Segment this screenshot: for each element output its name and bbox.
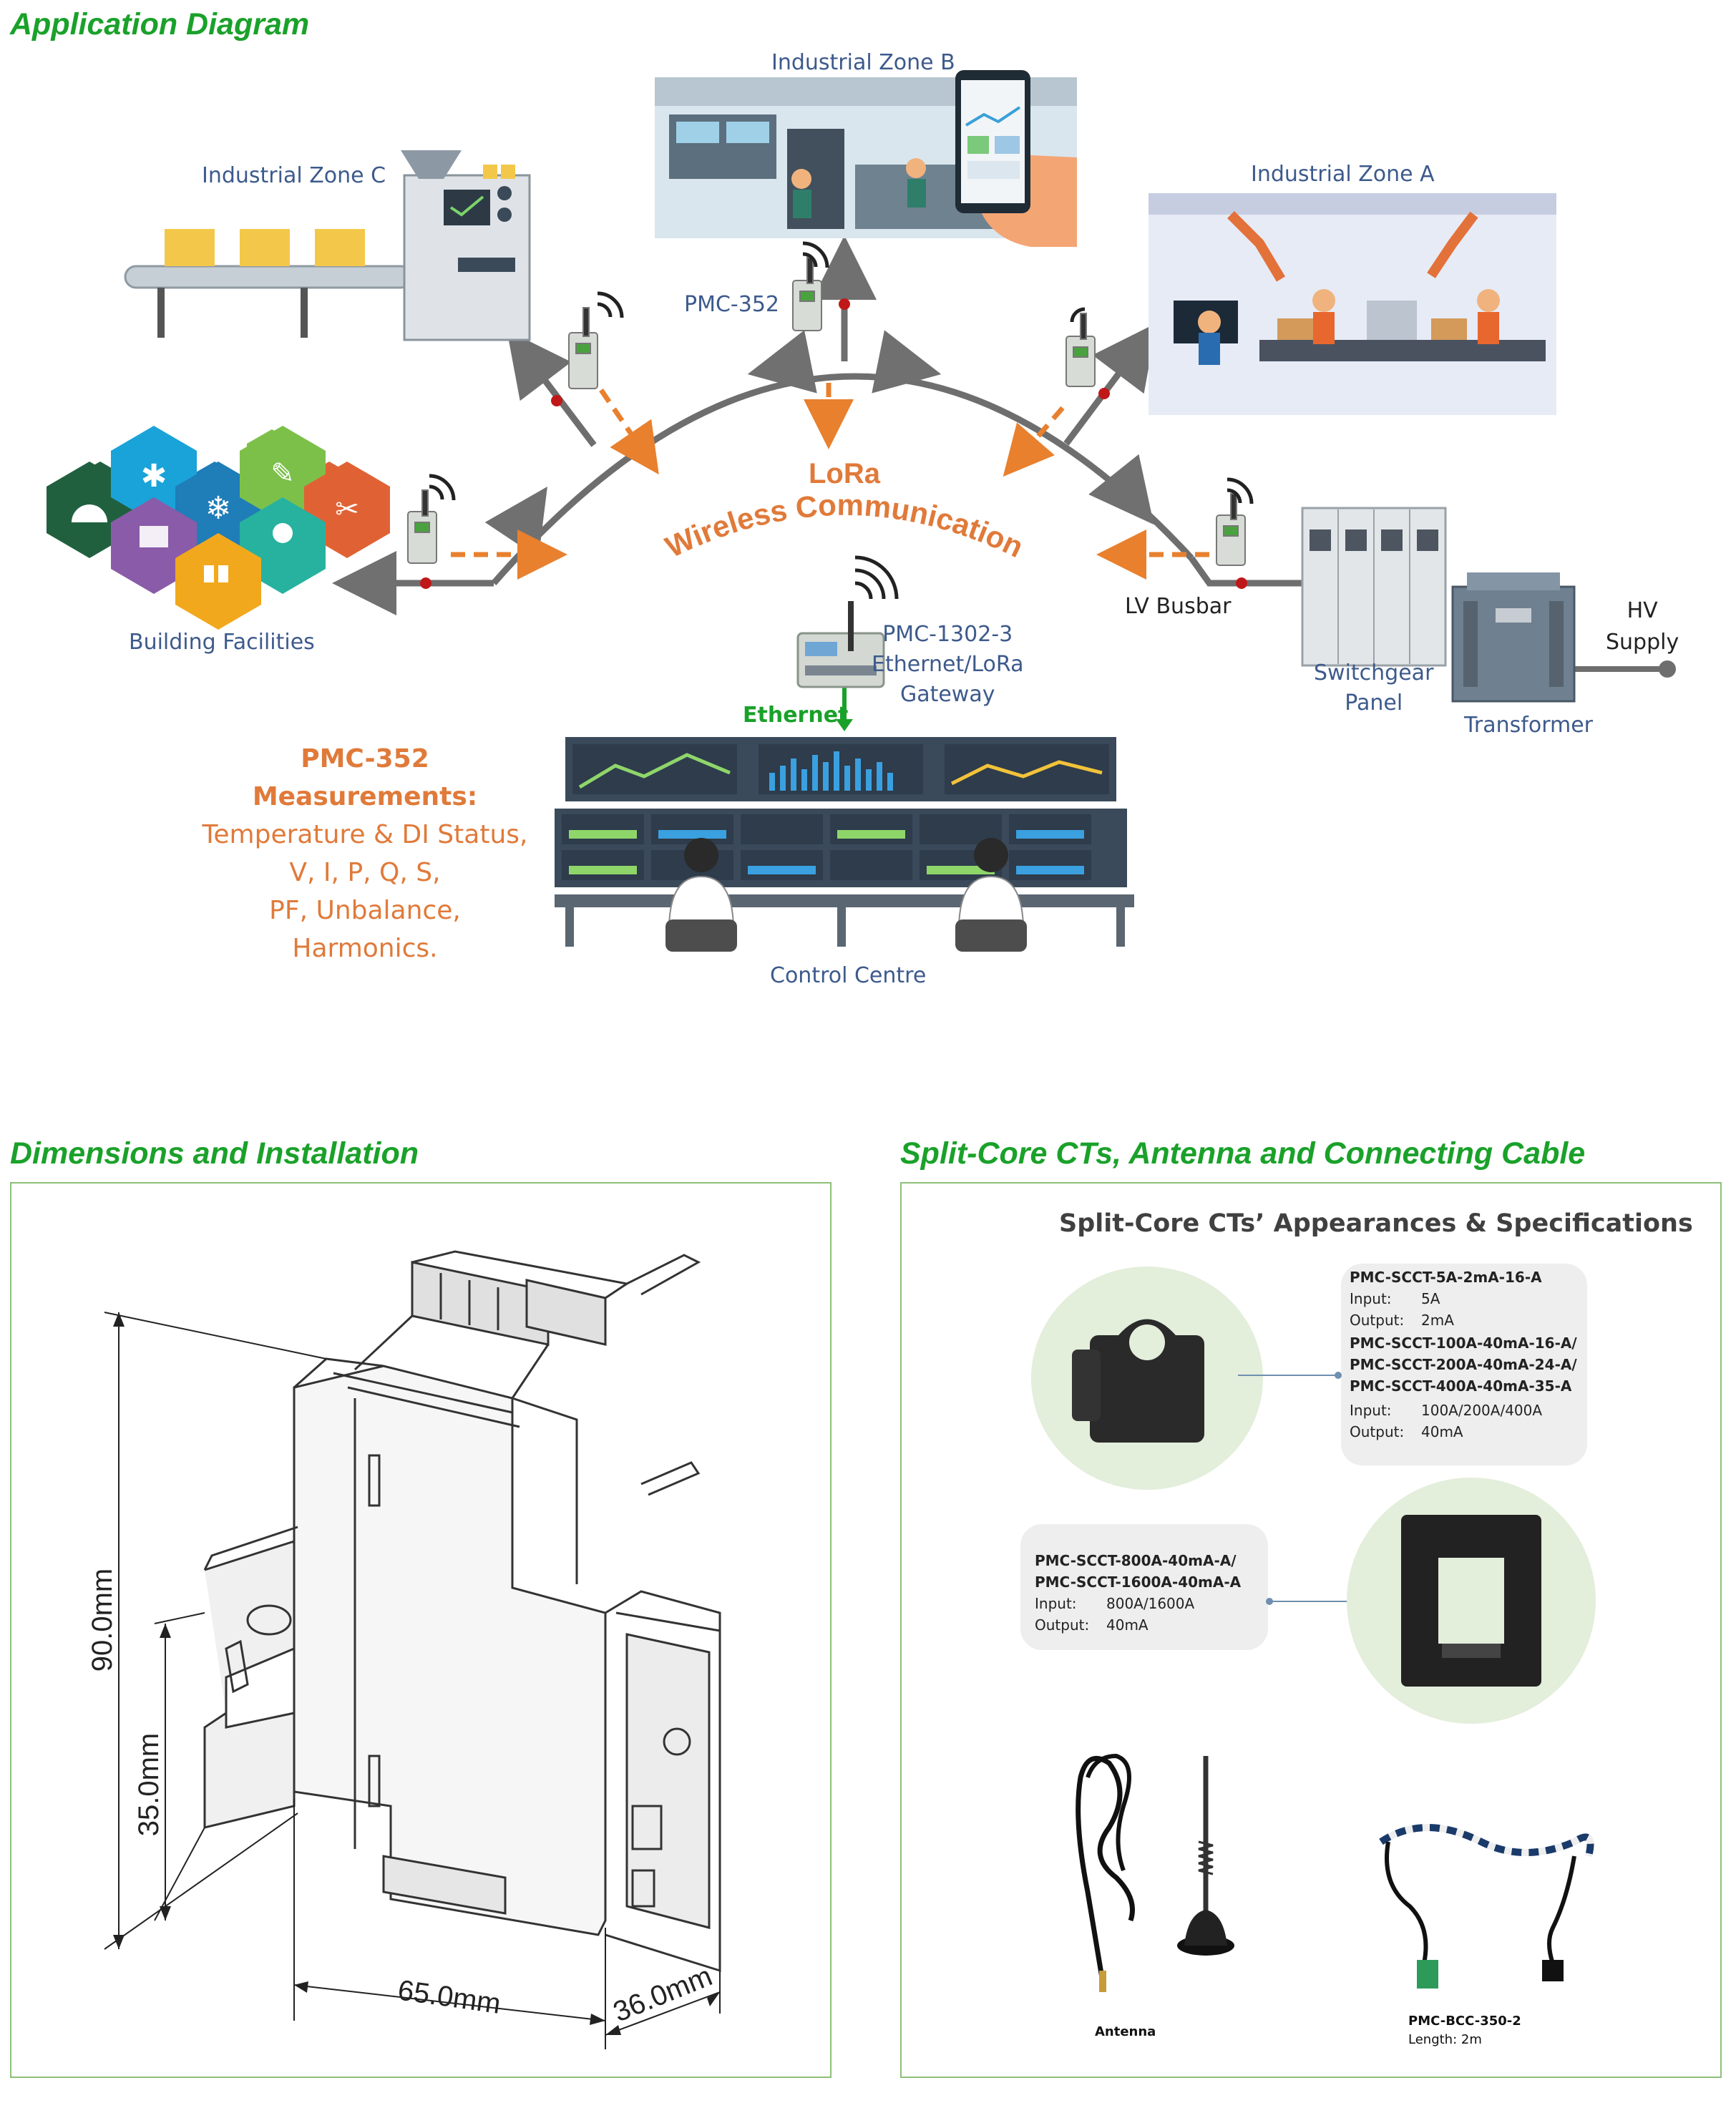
switchgear-line-1: Switchgear — [1314, 660, 1434, 685]
ct1-model-b3: PMC-SCCT-400A-40mA-35-A — [1350, 1377, 1572, 1395]
dim-width: 65.0mm — [396, 1974, 502, 2020]
gateway-line-1: PMC-1302-3 — [882, 622, 1013, 647]
ct1-output-a-row: Output: 2mA — [1350, 1309, 1587, 1331]
ct1-input-b-row: Input: 100A/200A/400A — [1350, 1400, 1587, 1421]
svg-text:❄: ❄ — [205, 491, 232, 526]
label-zone-c: Industrial Zone C — [202, 163, 386, 188]
label-lv-busbar: LV Busbar — [1125, 594, 1232, 619]
dim-height: 90.0mm — [87, 1568, 118, 1672]
measurements-block: PMC-352 Measurements: Temperature & DI S… — [186, 740, 544, 967]
label-control-centre: Control Centre — [770, 963, 927, 988]
svg-text:✱: ✱ — [141, 459, 167, 494]
ct1-output-label: Output: — [1350, 1312, 1405, 1329]
ct1-model-b2: PMC-SCCT-200A-40mA-24-A/ — [1350, 1356, 1577, 1373]
accessories-panel: Split-Core CTs’ Appearances & Specificat… — [900, 1182, 1722, 2078]
ct1-input-a-value: 5A — [1421, 1290, 1440, 1307]
gateway-line-3: Gateway — [899, 682, 995, 707]
ct1-output-b-value: 40mA — [1421, 1423, 1463, 1440]
svg-text:✎: ✎ — [270, 458, 295, 489]
section-title-accessories: Split-Core CTs, Antenna and Connecting C… — [900, 1136, 1586, 1171]
label-transformer: Transformer — [1464, 713, 1594, 738]
label-antenna: Antenna — [1095, 2024, 1156, 2039]
ct1-output-b-row: Output: 40mA — [1350, 1421, 1587, 1443]
measurements-line-1: Temperature & DI Status, — [202, 820, 528, 849]
lora-subtitle: Wireless Communication — [660, 488, 1029, 564]
device-dimension-drawing: 90.0mm 35.0mm 65.0mm 36.0mm — [87, 1250, 721, 2049]
measurements-line-4: Harmonics. — [292, 934, 438, 963]
ct2-output-row: Output: 40mA — [1035, 1614, 1268, 1636]
svg-text:Wireless Communication: Wireless Communication — [660, 488, 1029, 564]
label-gateway: PMC-1302-3 Ethernet/LoRa Gateway — [872, 620, 1023, 710]
application-diagram-graphics: ✱ ❄ ✎ ✂ — [47, 70, 1676, 952]
ct2-model-2: PMC-SCCT-1600A-40mA-A — [1035, 1573, 1242, 1591]
ct2-input-value: 800A/1600A — [1106, 1595, 1195, 1612]
section-title-application: Application Diagram — [10, 7, 310, 42]
measurements-line-3: PF, Unbalance, — [269, 896, 461, 925]
ct1-input-label: Input: — [1350, 1290, 1392, 1307]
label-cable-model: PMC-BCC-350-2 — [1408, 2014, 1521, 2029]
label-switchgear: Switchgear Panel — [1314, 658, 1433, 718]
ct-large-image — [1347, 1478, 1596, 1724]
ct1-input-label-b: Input: — [1350, 1402, 1392, 1419]
ct1-connector — [1238, 1372, 1342, 1379]
ct2-input-label: Input: — [1035, 1595, 1077, 1612]
label-ethernet: Ethernet — [743, 703, 849, 728]
ct1-output-a-value: 2mA — [1421, 1312, 1454, 1329]
label-hv-supply: HV Supply — [1606, 595, 1679, 658]
ct2-model-1: PMC-SCCT-800A-40mA-A/ — [1035, 1552, 1237, 1569]
label-cable-length: Length: 2m — [1408, 2032, 1482, 2047]
ct2-output-label: Output: — [1035, 1616, 1090, 1634]
ct1-input-b-value: 100A/200A/400A — [1421, 1402, 1543, 1419]
device-icon-zone-c — [568, 307, 598, 389]
label-zone-a: Industrial Zone A — [1251, 162, 1435, 187]
label-zone-b: Industrial Zone B — [771, 50, 955, 75]
label-building-facilities: Building Facilities — [129, 630, 315, 655]
ct-small-image — [1031, 1267, 1263, 1490]
ct-heading: Split-Core CTs’ Appearances & Specificat… — [1059, 1209, 1693, 1238]
svg-text:✂: ✂ — [335, 494, 359, 525]
ct1-output-label-b: Output: — [1350, 1423, 1405, 1440]
dimensions-panel: 90.0mm 35.0mm 65.0mm 36.0mm — [10, 1182, 832, 2078]
lora-title: LoRa — [809, 458, 881, 489]
hv-line-1: HV — [1627, 598, 1658, 623]
hv-line-2: Supply — [1606, 630, 1679, 655]
dim-depth: 36.0mm — [609, 1960, 716, 2028]
ct1-model-a: PMC-SCCT-5A-2mA-16-A — [1350, 1269, 1542, 1286]
ct2-output-value: 40mA — [1106, 1616, 1149, 1634]
dim-rail: 35.0mm — [133, 1733, 165, 1837]
label-pmc-352: PMC-352 — [684, 292, 780, 317]
ct1-model-b1: PMC-SCCT-100A-40mA-16-A/ — [1350, 1334, 1577, 1352]
measurements-title: PMC-352 Measurements: — [252, 744, 478, 811]
ct-spec-card-1: PMC-SCCT-5A-2mA-16-A Input: 5A Output: 2mA… — [1341, 1264, 1587, 1465]
antenna-image — [1076, 1753, 1234, 1992]
gateway-line-2: Ethernet/LoRa — [872, 652, 1024, 677]
ct2-input-row: Input: 800A/1600A — [1035, 1593, 1268, 1614]
section-title-dimensions: Dimensions and Installation — [10, 1136, 419, 1171]
ct-spec-card-2: PMC-SCCT-800A-40mA-A/ PMC-SCCT-1600A-40m… — [1020, 1524, 1268, 1650]
switchgear-line-2: Panel — [1345, 691, 1403, 716]
cable-image — [1379, 1824, 1594, 1989]
measurements-line-2: V, I, P, Q, S, — [289, 858, 441, 887]
ct1-input-a-row: Input: 5A — [1350, 1288, 1587, 1309]
